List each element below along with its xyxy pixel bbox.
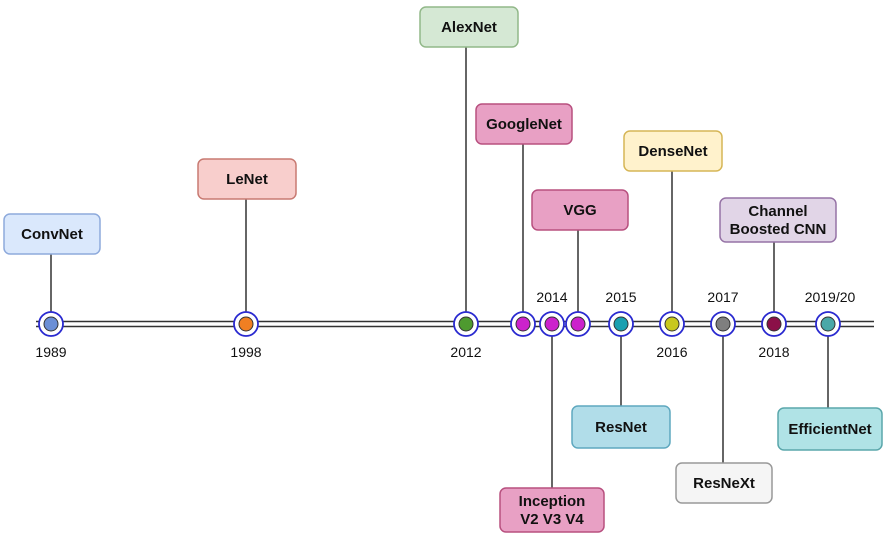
model-box-bg: [475, 103, 573, 145]
model-box-bg: [675, 462, 773, 504]
timeline-node-n2016: [659, 311, 685, 337]
model-label-channelboosted-line1: Channel: [748, 203, 807, 220]
model-box-bg: [777, 407, 883, 451]
model-box-resnext: ResNeXt: [675, 462, 773, 504]
model-label-convnet: ConvNet: [21, 226, 83, 243]
year-label-y2012: 2012: [450, 344, 481, 360]
node-dot: [570, 316, 586, 332]
year-label-y2019: 2019/20: [805, 289, 856, 305]
model-label-resnext: ResNeXt: [693, 475, 755, 492]
node-dot: [515, 316, 531, 332]
node-dot: [715, 316, 731, 332]
timeline-node-n2019: [815, 311, 841, 337]
timeline-nodes: [38, 311, 841, 337]
timeline-node-n2018: [761, 311, 787, 337]
model-box-bg: [531, 189, 629, 231]
model-label-inception-line1: Inception: [519, 493, 586, 510]
node-dot: [766, 316, 782, 332]
year-label-y2017: 2017: [707, 289, 738, 305]
model-box-bg: [719, 197, 837, 243]
model-box-alexnet: AlexNet: [419, 6, 519, 48]
year-label-y2014: 2014: [536, 289, 567, 305]
model-box-googlenet: GoogleNet: [475, 103, 573, 145]
model-box-densenet: DenseNet: [623, 130, 723, 172]
node-dot: [544, 316, 560, 332]
node-dot: [664, 316, 680, 332]
model-label-vgg: VGG: [563, 202, 596, 219]
model-label-channelboosted-line2: Boosted CNN: [730, 221, 827, 238]
model-label-resnet: ResNet: [595, 419, 647, 436]
year-label-y1998: 1998: [230, 344, 261, 360]
node-dot: [43, 316, 59, 332]
node-dot: [458, 316, 474, 332]
model-label-lenet: LeNet: [226, 171, 268, 188]
timeline-node-n1998: [233, 311, 259, 337]
model-box-convnet: ConvNet: [3, 213, 101, 255]
connectors: [50, 47, 829, 488]
year-label-y2016: 2016: [656, 344, 687, 360]
timeline-node-n2014b: [539, 311, 565, 337]
model-box-bg: [499, 487, 605, 533]
timeline-node-n2014c: [565, 311, 591, 337]
model-box-efficientnet: EfficientNet: [777, 407, 883, 451]
model-label-inception-line2: V2 V3 V4: [520, 511, 584, 528]
node-dot: [238, 316, 254, 332]
model-label-densenet: DenseNet: [638, 143, 707, 160]
model-label-alexnet: AlexNet: [441, 19, 497, 36]
model-box-resnet: ResNet: [571, 405, 671, 449]
model-box-bg: [571, 405, 671, 449]
timeline-node-n1989: [38, 311, 64, 337]
year-label-y2018: 2018: [758, 344, 789, 360]
year-label-y1989: 1989: [35, 344, 66, 360]
model-box-lenet: LeNet: [197, 158, 297, 200]
timeline-node-n2015: [608, 311, 634, 337]
node-dot: [613, 316, 629, 332]
model-label-googlenet: GoogleNet: [486, 116, 562, 133]
node-dot: [820, 316, 836, 332]
timeline-node-n2014a: [510, 311, 536, 337]
model-box-vgg: VGG: [531, 189, 629, 231]
year-label-y2015: 2015: [605, 289, 636, 305]
model-label-efficientnet: EfficientNet: [788, 421, 871, 438]
timeline-node-n2012: [453, 311, 479, 337]
model-box-bg: [623, 130, 723, 172]
model-box-bg: [3, 213, 101, 255]
timeline-node-n2017: [710, 311, 736, 337]
model-box-bg: [419, 6, 519, 48]
year-labels: 1989 1998 2012 2014 2015 2016 2017 2018 2019/20: [35, 289, 855, 360]
model-box-bg: [197, 158, 297, 200]
